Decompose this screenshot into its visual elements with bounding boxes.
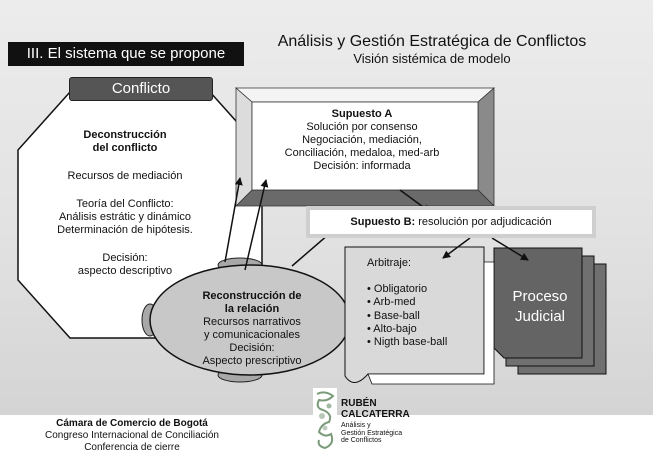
author-sub-line3: de Conflictos bbox=[341, 437, 382, 444]
arrow-ellipse-to-supuesto-b bbox=[291, 227, 337, 267]
deconstruccion-title-line1: Deconstrucción bbox=[83, 129, 167, 141]
reconstruccion-title-line2: la relación bbox=[224, 303, 280, 315]
arbitraje-item: • Obligatorio bbox=[367, 283, 428, 295]
teoria-line1: Teoría del Conflicto: bbox=[76, 198, 174, 210]
arrow-supuesto-b-to-arbitraje bbox=[442, 237, 471, 259]
supuesto-b-text: resolución por adjudicación bbox=[418, 216, 552, 228]
proceso-judicial-stack bbox=[493, 247, 607, 375]
section-label: III. El sistema que se propone bbox=[8, 42, 244, 66]
arbitraje-paper bbox=[344, 246, 495, 385]
arrow-octagon-to-supuesto-a bbox=[224, 177, 243, 263]
arbitraje-list: • Obligatorio • Arb-med • Base-ball • Al… bbox=[367, 283, 447, 349]
supuesto-a-line4: Decisión: informada bbox=[313, 160, 411, 172]
arrow-ellipse-to-supuesto-a bbox=[244, 179, 269, 271]
arbitraje-item: • Base-ball bbox=[367, 309, 420, 322]
supuesto-b-box: Supuesto B: resolución por adjudicación bbox=[310, 210, 592, 234]
teoria-line3: Determinación de hipótesis. bbox=[57, 224, 193, 236]
supuesto-a-line1: Solución por consenso bbox=[306, 121, 418, 133]
proceso-line2: Judicial bbox=[514, 308, 566, 325]
supuesto-a-content: Supuesto A Solución por consenso Negocia… bbox=[262, 108, 462, 173]
reconstruccion-line4: Aspecto prescriptivo bbox=[202, 355, 302, 367]
author-logo bbox=[313, 388, 337, 452]
deconstruccion-title-line2: del conflicto bbox=[92, 142, 158, 154]
author-subtitle: Análisis y Gestión Estratégica de Confli… bbox=[341, 422, 402, 445]
reconstruccion-content: Reconstrucción de la relación Recursos n… bbox=[176, 290, 328, 368]
reconstruccion-line1: Recursos narrativos bbox=[203, 316, 301, 328]
author-sub-line1: Análisis y bbox=[341, 422, 371, 429]
supuesto-a-line3: Conciliación, medaloa, med-arb bbox=[284, 147, 440, 159]
author-sub-line2: Gestión Estratégica bbox=[341, 429, 403, 437]
teoria-line2: Análisis estrátic y dinámico bbox=[58, 211, 192, 223]
decision-line2: aspecto descriptivo bbox=[77, 265, 173, 277]
footer-congress: Congreso Internacional de Conciliación bbox=[45, 430, 219, 441]
footer-conference: Conferencia de cierre bbox=[84, 442, 180, 453]
decision-descriptivo: Decisión: aspecto descriptivo bbox=[30, 252, 220, 278]
conflicto-box: Conflicto bbox=[69, 77, 213, 101]
author-name-line2: CALCATERRA bbox=[341, 409, 410, 420]
arbitraje-title: Arbitraje: bbox=[367, 257, 412, 269]
arbitraje-item: • Nigth base-ball bbox=[367, 336, 448, 349]
author-name-line1: RUBÉN bbox=[341, 398, 377, 409]
teoria-conflicto: Teoría del Conflicto: Análisis estrátic … bbox=[30, 198, 220, 237]
supuesto-b-title: Supuesto B: bbox=[350, 216, 416, 228]
reconstruccion-line3: Decisión: bbox=[229, 342, 275, 354]
proceso-line1: Proceso bbox=[512, 288, 568, 305]
deconstruccion-title: Deconstrucción del conflicto bbox=[30, 129, 220, 155]
slide-subtitle: Visión sistémica de modelo bbox=[353, 51, 511, 66]
supuesto-a-title: Supuesto A bbox=[331, 108, 393, 120]
supuesto-a-line2: Negociación, mediación, bbox=[302, 134, 422, 146]
arbitraje-item: • Alto-bajo bbox=[367, 322, 417, 335]
arrow-supuesto-b-to-proceso bbox=[491, 237, 529, 261]
reconstruccion-line2: y comunicacionales bbox=[204, 329, 300, 341]
recursos-mediacion: Recursos de mediación bbox=[67, 170, 183, 182]
author-name: RUBÉN CALCATERRA bbox=[341, 398, 410, 420]
arbitraje-item: • Arb-med bbox=[367, 296, 416, 309]
arrow-supuesto-a-to-b bbox=[399, 189, 431, 213]
reconstruccion-title-line1: Reconstrucción de bbox=[202, 290, 302, 302]
decision-line1: Decisión: bbox=[102, 252, 148, 264]
slide-title: Análisis y Gestión Estratégica de Confli… bbox=[277, 33, 587, 50]
footer-organization: Cámara de Comercio de Bogotá bbox=[56, 418, 208, 429]
supuesto-a-frame bbox=[234, 87, 496, 207]
proceso-judicial-label: Proceso Judicial bbox=[497, 287, 583, 327]
